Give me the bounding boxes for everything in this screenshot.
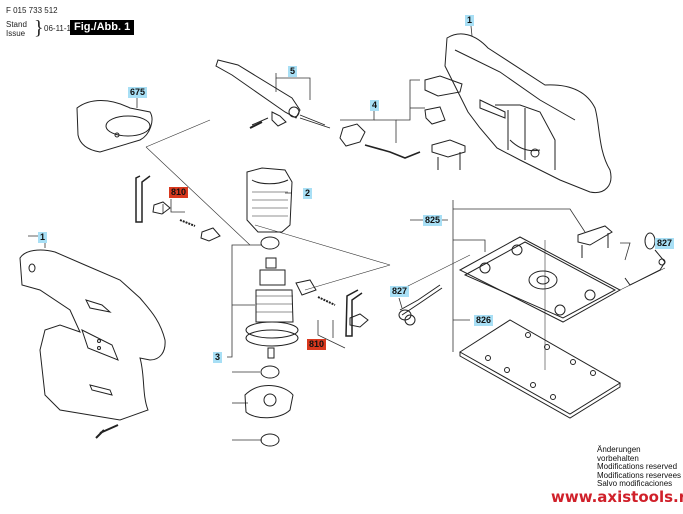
figure-label: Fig./Abb. 1 xyxy=(70,20,135,35)
carbon-brush-left-drawing xyxy=(136,176,220,241)
switch-parts-drawing xyxy=(340,76,465,170)
callout-5-cord[interactable]: 5 xyxy=(288,66,298,77)
website-url[interactable]: www.axistools.ru xyxy=(551,488,683,506)
leader-lines xyxy=(28,26,665,440)
stand-issue-labels: Stand Issue xyxy=(6,20,36,38)
modification-notes: Änderungen vorbehalten Modifications res… xyxy=(597,445,683,489)
field-coil-drawing xyxy=(247,168,292,249)
armature-drawing xyxy=(245,258,298,446)
power-cord-drawing xyxy=(216,60,330,128)
document-number: F 015 733 512 xyxy=(6,6,58,15)
sanding-plate-drawing xyxy=(460,226,620,322)
housing-left-half-drawing xyxy=(20,250,165,438)
callout-1-left-housing[interactable]: 1 xyxy=(38,232,48,243)
dust-adapter-drawing xyxy=(77,101,152,153)
stand-label: Stand xyxy=(6,20,27,29)
issue-label: Issue xyxy=(6,29,26,38)
note-german: Änderungen vorbehalten xyxy=(597,445,641,463)
callout-3-armature[interactable]: 3 xyxy=(213,352,223,363)
callout-827-lever-left[interactable]: 827 xyxy=(390,286,410,297)
callout-4-switch[interactable]: 4 xyxy=(370,100,380,111)
callout-810-brush-left[interactable]: 810 xyxy=(169,187,189,198)
callout-827-lever-right[interactable]: 827 xyxy=(655,238,675,249)
callout-1-right-housing[interactable]: 1 xyxy=(465,15,475,26)
note-spanish: Salvo modificaciones xyxy=(597,479,673,488)
carbon-brush-right-drawing xyxy=(296,280,368,336)
sanding-pad-drawing xyxy=(460,320,620,418)
note-french: Modifications reservees xyxy=(597,470,682,480)
callout-810-brush-right[interactable]: 810 xyxy=(307,339,327,350)
callout-2-field-coil[interactable]: 2 xyxy=(303,188,313,199)
callout-675-dust-adapter[interactable]: 675 xyxy=(128,87,148,98)
housing-right-half-drawing xyxy=(445,34,611,193)
brace-glyph: } xyxy=(34,17,44,39)
callout-825-sanding-plate[interactable]: 825 xyxy=(423,215,443,226)
clamping-lever-left-drawing xyxy=(399,285,442,325)
callout-826-sanding-pad[interactable]: 826 xyxy=(474,315,494,326)
issue-date: 06-11-15 xyxy=(44,24,76,33)
note-english: Modifications reserved xyxy=(597,462,678,471)
